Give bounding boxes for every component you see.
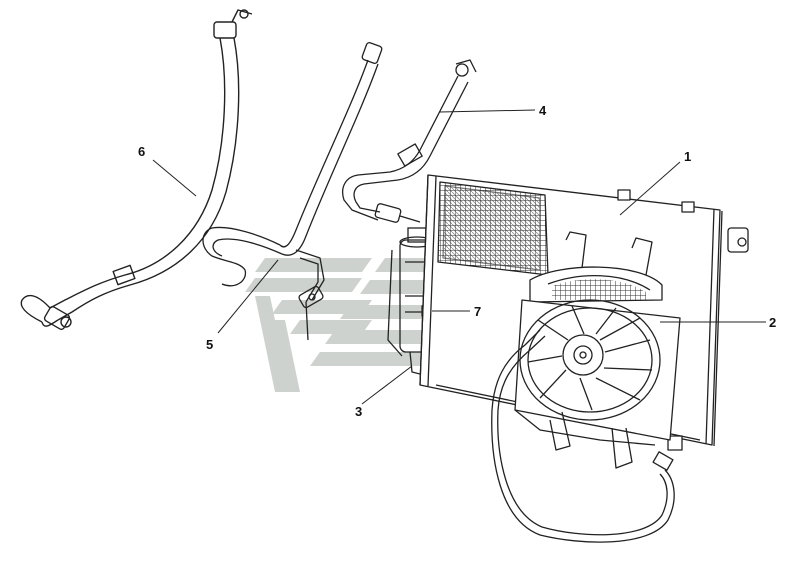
callout-6: 6 [138,144,146,159]
cooling-fan [491,231,681,543]
callout-7: 7 [474,304,482,319]
suction-hose [20,9,253,331]
callout-2: 2 [769,315,777,330]
callout-4: 4 [539,103,547,118]
callout-5: 5 [206,337,214,352]
leader-lines [152,109,766,405]
callout-3: 3 [355,404,363,419]
discharge-hose [342,59,477,223]
liquid-line [202,42,383,341]
callout-1: 1 [684,149,692,164]
